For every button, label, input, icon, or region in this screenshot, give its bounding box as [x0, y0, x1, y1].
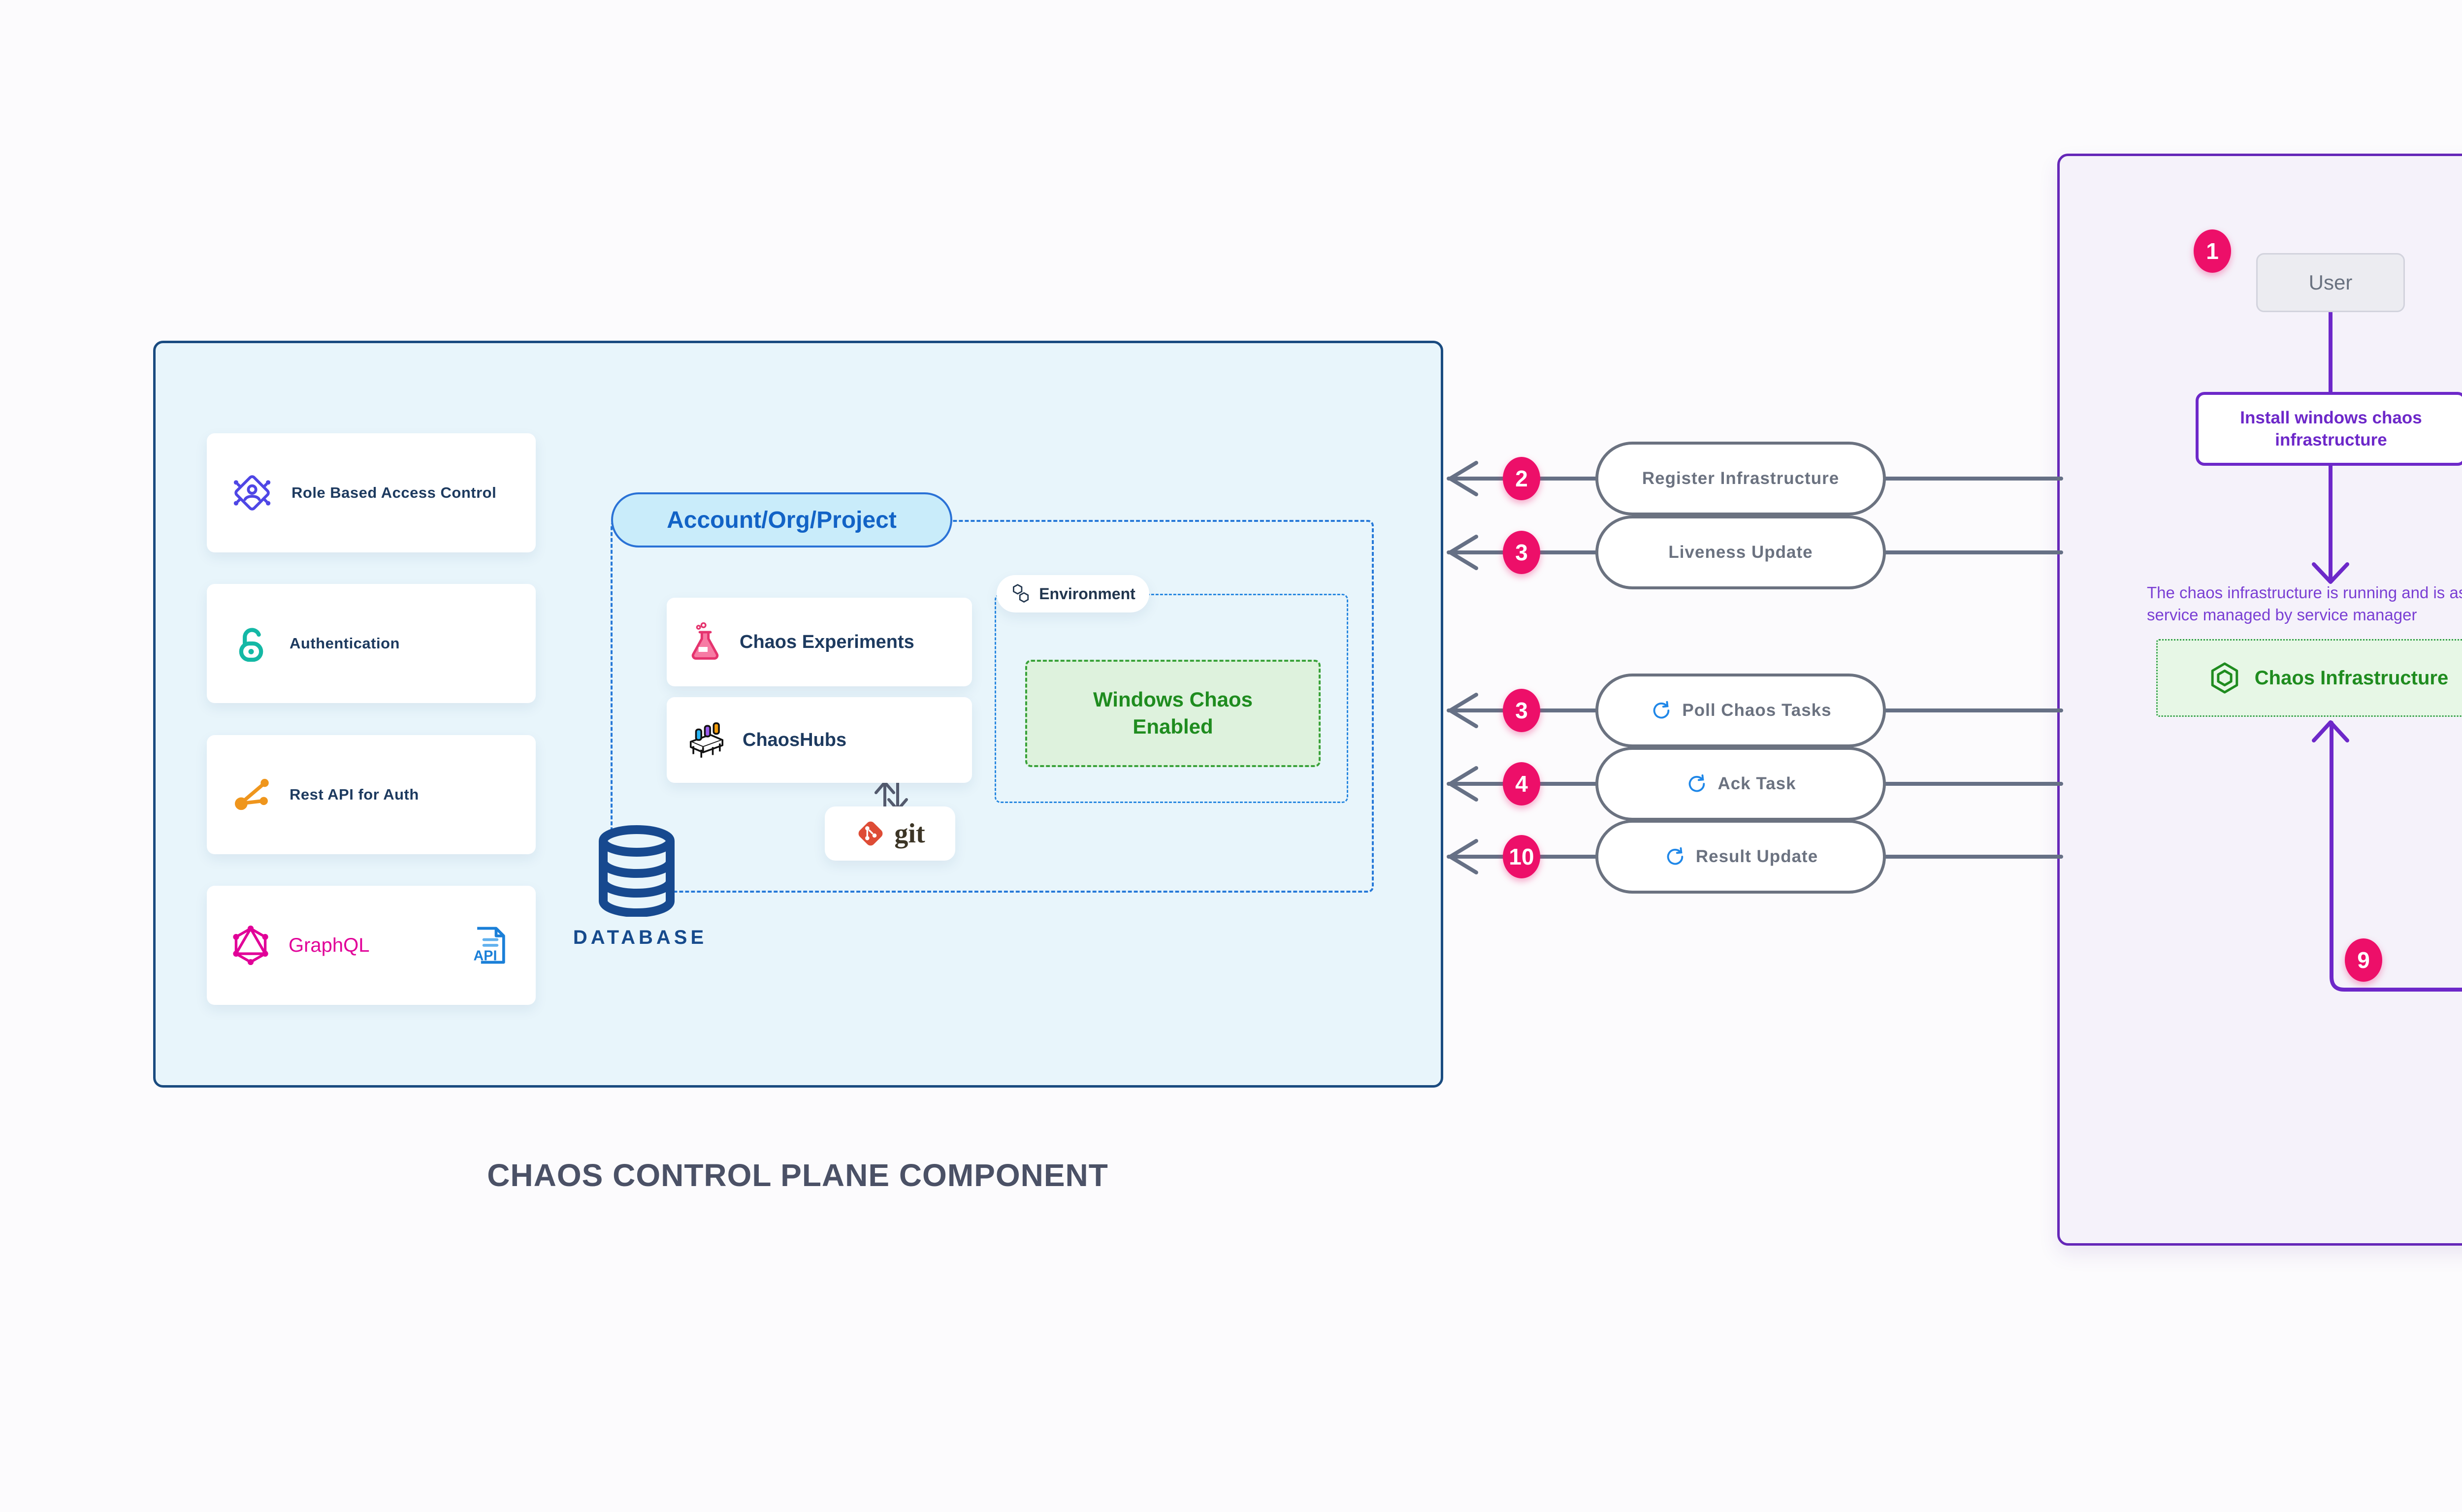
rest-api-icon [229, 773, 273, 816]
connector-pill-ack-task: Ack Task [1595, 747, 1886, 821]
windows-chaos-enabled-label: Windows Chaos Enabled [1093, 688, 1253, 738]
connector-pill-result-update: Result Update [1595, 820, 1886, 894]
refresh-icon [1650, 699, 1672, 722]
chaoshubs-card: ChaosHubs [667, 697, 972, 783]
account-org-project-pill: Account/Org/Project [611, 492, 952, 547]
install-infra-label: Install windows chaos infrastructure [2240, 408, 2422, 450]
step-badge-9: 9 [2345, 938, 2382, 982]
chaos-infrastructure-box: Chaos Infrastructure [2156, 639, 2462, 717]
connector-pill-register-infrastructure: Register Infrastructure [1595, 442, 1886, 515]
authentication-label: Authentication [290, 635, 400, 652]
rest-api-label: Rest API for Auth [290, 786, 419, 803]
chaos-experiments-label: Chaos Experiments [740, 631, 914, 652]
windows-chaos-enabled-box: Windows Chaos Enabled [1025, 660, 1321, 767]
environment-pill: Environment [997, 575, 1149, 612]
connector-label: Ack Task [1717, 774, 1796, 793]
flask-icon [685, 622, 725, 662]
step-badge-3: 3 [1503, 531, 1540, 574]
chaos-experiments-card: Chaos Experiments [667, 598, 972, 686]
caption-infra-running: The chaos infrastructure is running and … [2147, 583, 2462, 624]
account-org-project-label: Account/Org/Project [667, 507, 897, 533]
rest-api-card: Rest API for Auth [207, 735, 536, 854]
connector-pill-poll-chaos-tasks: Poll Chaos Tasks [1595, 674, 1886, 747]
authentication-card: Authentication [207, 584, 536, 703]
database-label: DATABASE [573, 927, 708, 948]
auth-lock-icon [229, 622, 273, 665]
control-plane-title: CHAOS CONTROL PLANE COMPONENT [487, 1158, 1108, 1193]
step-badge-3b: 3 [1503, 689, 1540, 732]
step-badge-10: 10 [1503, 835, 1540, 878]
step-badge-1: 1 [2194, 229, 2231, 273]
install-infra-box: Install windows chaos infrastructure [2196, 392, 2462, 466]
connector-pill-liveness-update: Liveness Update [1595, 515, 1886, 589]
graphql-card: GraphQL API [207, 886, 536, 1005]
chaos-infrastructure-icon [2207, 661, 2242, 695]
connector-label: Result Update [1695, 847, 1818, 866]
chaos-infrastructure-label: Chaos Infrastructure [2254, 667, 2449, 689]
environment-hexagons-icon [1010, 583, 1032, 605]
environment-label: Environment [1039, 584, 1135, 603]
connector-label: Register Infrastructure [1642, 469, 1840, 488]
rbac-card: Role Based Access Control [207, 433, 536, 552]
rbac-icon [229, 470, 275, 515]
account-scope-dashed-box [611, 520, 1374, 893]
svg-text:API: API [474, 948, 497, 964]
graphql-label: GraphQL [289, 934, 370, 956]
connector-label: Liveness Update [1668, 543, 1813, 562]
user-label: User [2308, 271, 2353, 294]
step-badge-2: 2 [1503, 457, 1540, 500]
graphql-icon [229, 924, 272, 966]
user-box: User [2256, 253, 2405, 312]
chaoshubs-rack-icon [685, 719, 728, 761]
step-badge-4: 4 [1503, 762, 1540, 805]
refresh-icon [1663, 845, 1686, 868]
git-card: git [825, 806, 955, 861]
chaoshubs-label: ChaosHubs [743, 729, 847, 750]
rbac-label: Role Based Access Control [292, 484, 497, 501]
database-icon [593, 825, 680, 917]
refresh-icon [1685, 772, 1708, 795]
git-icon [855, 818, 886, 849]
environment-dashed-box [995, 594, 1348, 803]
git-label: git [894, 818, 925, 849]
connector-label: Poll Chaos Tasks [1682, 701, 1832, 720]
api-doc-icon: API [468, 923, 513, 968]
